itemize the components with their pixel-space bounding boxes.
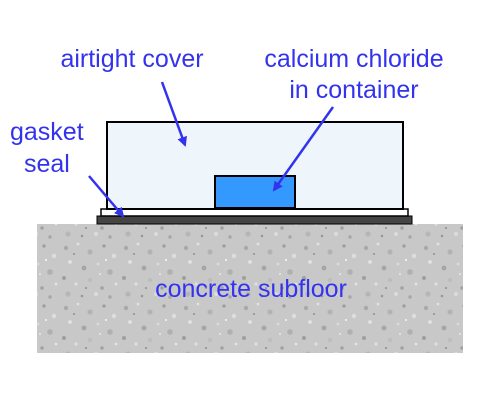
concrete-subfloor <box>37 224 463 353</box>
arrow-calcium-chloride <box>272 106 335 192</box>
label-gasket: gasket <box>10 118 84 146</box>
label-seal: seal <box>24 150 70 178</box>
arrow-airtight-cover <box>160 81 187 147</box>
label-airtight-cover: airtight cover <box>60 45 203 73</box>
label-calcium-chloride: calcium chloride <box>264 45 443 73</box>
gasket-seal-top <box>100 208 409 217</box>
label-concrete-subfloor: concrete subfloor <box>155 275 347 303</box>
arrow-gasket-seal <box>88 175 125 218</box>
calcium-chloride-container <box>214 175 296 209</box>
label-in-container: in container <box>289 76 418 104</box>
gasket-seal-base <box>96 215 413 225</box>
